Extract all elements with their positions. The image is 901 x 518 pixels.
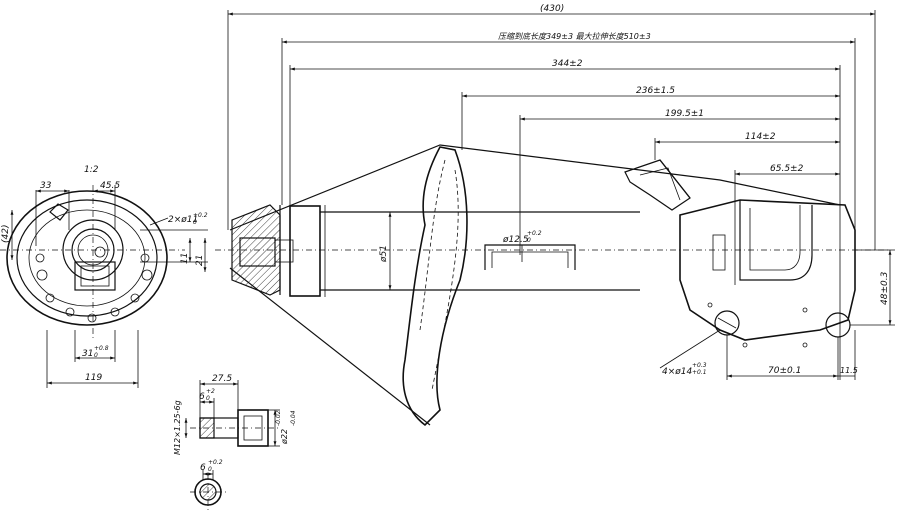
main-dimensions [227, 10, 895, 380]
dim-344: 344±2 [552, 59, 583, 69]
dim-6-top-tol2: 0 [206, 395, 210, 402]
dim-45-5: 45.5 [100, 181, 120, 191]
dim-199-5: 199.5±1 [665, 109, 704, 119]
dim-phi12-5-tol2: 0 [527, 237, 531, 244]
dim-114: 114±2 [745, 132, 776, 142]
dim-holes-tol2: +0.1 [692, 369, 707, 376]
left-end-view [0, 185, 208, 388]
dim-11: 11 [180, 253, 190, 264]
dim-phi12-5: ø12.5 [502, 235, 529, 245]
dim-holes: 4×ø14 [662, 367, 692, 377]
dim-236: 236±1.5 [636, 86, 675, 96]
dim-65-5: 65.5±2 [770, 164, 804, 174]
dim-2phi11-tol: +0.2 [193, 212, 208, 219]
dim-phi22: ø22 [280, 429, 289, 445]
dim-holes-tol: +0.3 [692, 362, 707, 369]
dim-thread: M12×1.25-6g [173, 400, 182, 455]
dim-48: 48±0.3 [880, 271, 890, 305]
dim-31: 31 [82, 349, 93, 359]
scale-label: 1:2 [84, 165, 99, 175]
dim-phi12-5-tol: +0.2 [527, 230, 542, 237]
dim-42: (42) [1, 225, 11, 243]
dim-phi22-tol2: -0.04 [290, 410, 297, 426]
dim-6-top-tol: +2 [206, 388, 215, 395]
dim-compressed-extended: 压缩到底长度349±3 最大拉伸长度510±3 [498, 32, 651, 41]
dim-6-bottom: 6 [200, 463, 206, 473]
dim-6-bottom-tol: +0.2 [208, 459, 223, 466]
dim-27-5: 27.5 [212, 374, 232, 384]
dim-phi51: ø51 [379, 245, 389, 263]
dim-overall: (430) [540, 4, 564, 14]
dim-2phi11: 2×ø11 [168, 215, 198, 225]
dim-6-bottom-tol2: 0 [208, 466, 212, 473]
dim-11-5: 11.5 [840, 366, 858, 375]
dim-6-top: 6 [199, 392, 205, 402]
dim-119: 119 [85, 373, 102, 383]
strut-side-view [215, 144, 890, 427]
dim-70: 70±0.1 [768, 366, 801, 376]
stud-detail-view [184, 380, 280, 510]
dim-2phi11-tol2: 0 [193, 219, 197, 226]
dim-31-tol: +0.8 [94, 345, 109, 352]
dim-21: 21 [195, 255, 205, 266]
dim-phi22-tol: -0.02 [275, 410, 282, 426]
dim-33: 33 [40, 181, 52, 191]
dim-31-tol2: 0 [94, 352, 98, 359]
